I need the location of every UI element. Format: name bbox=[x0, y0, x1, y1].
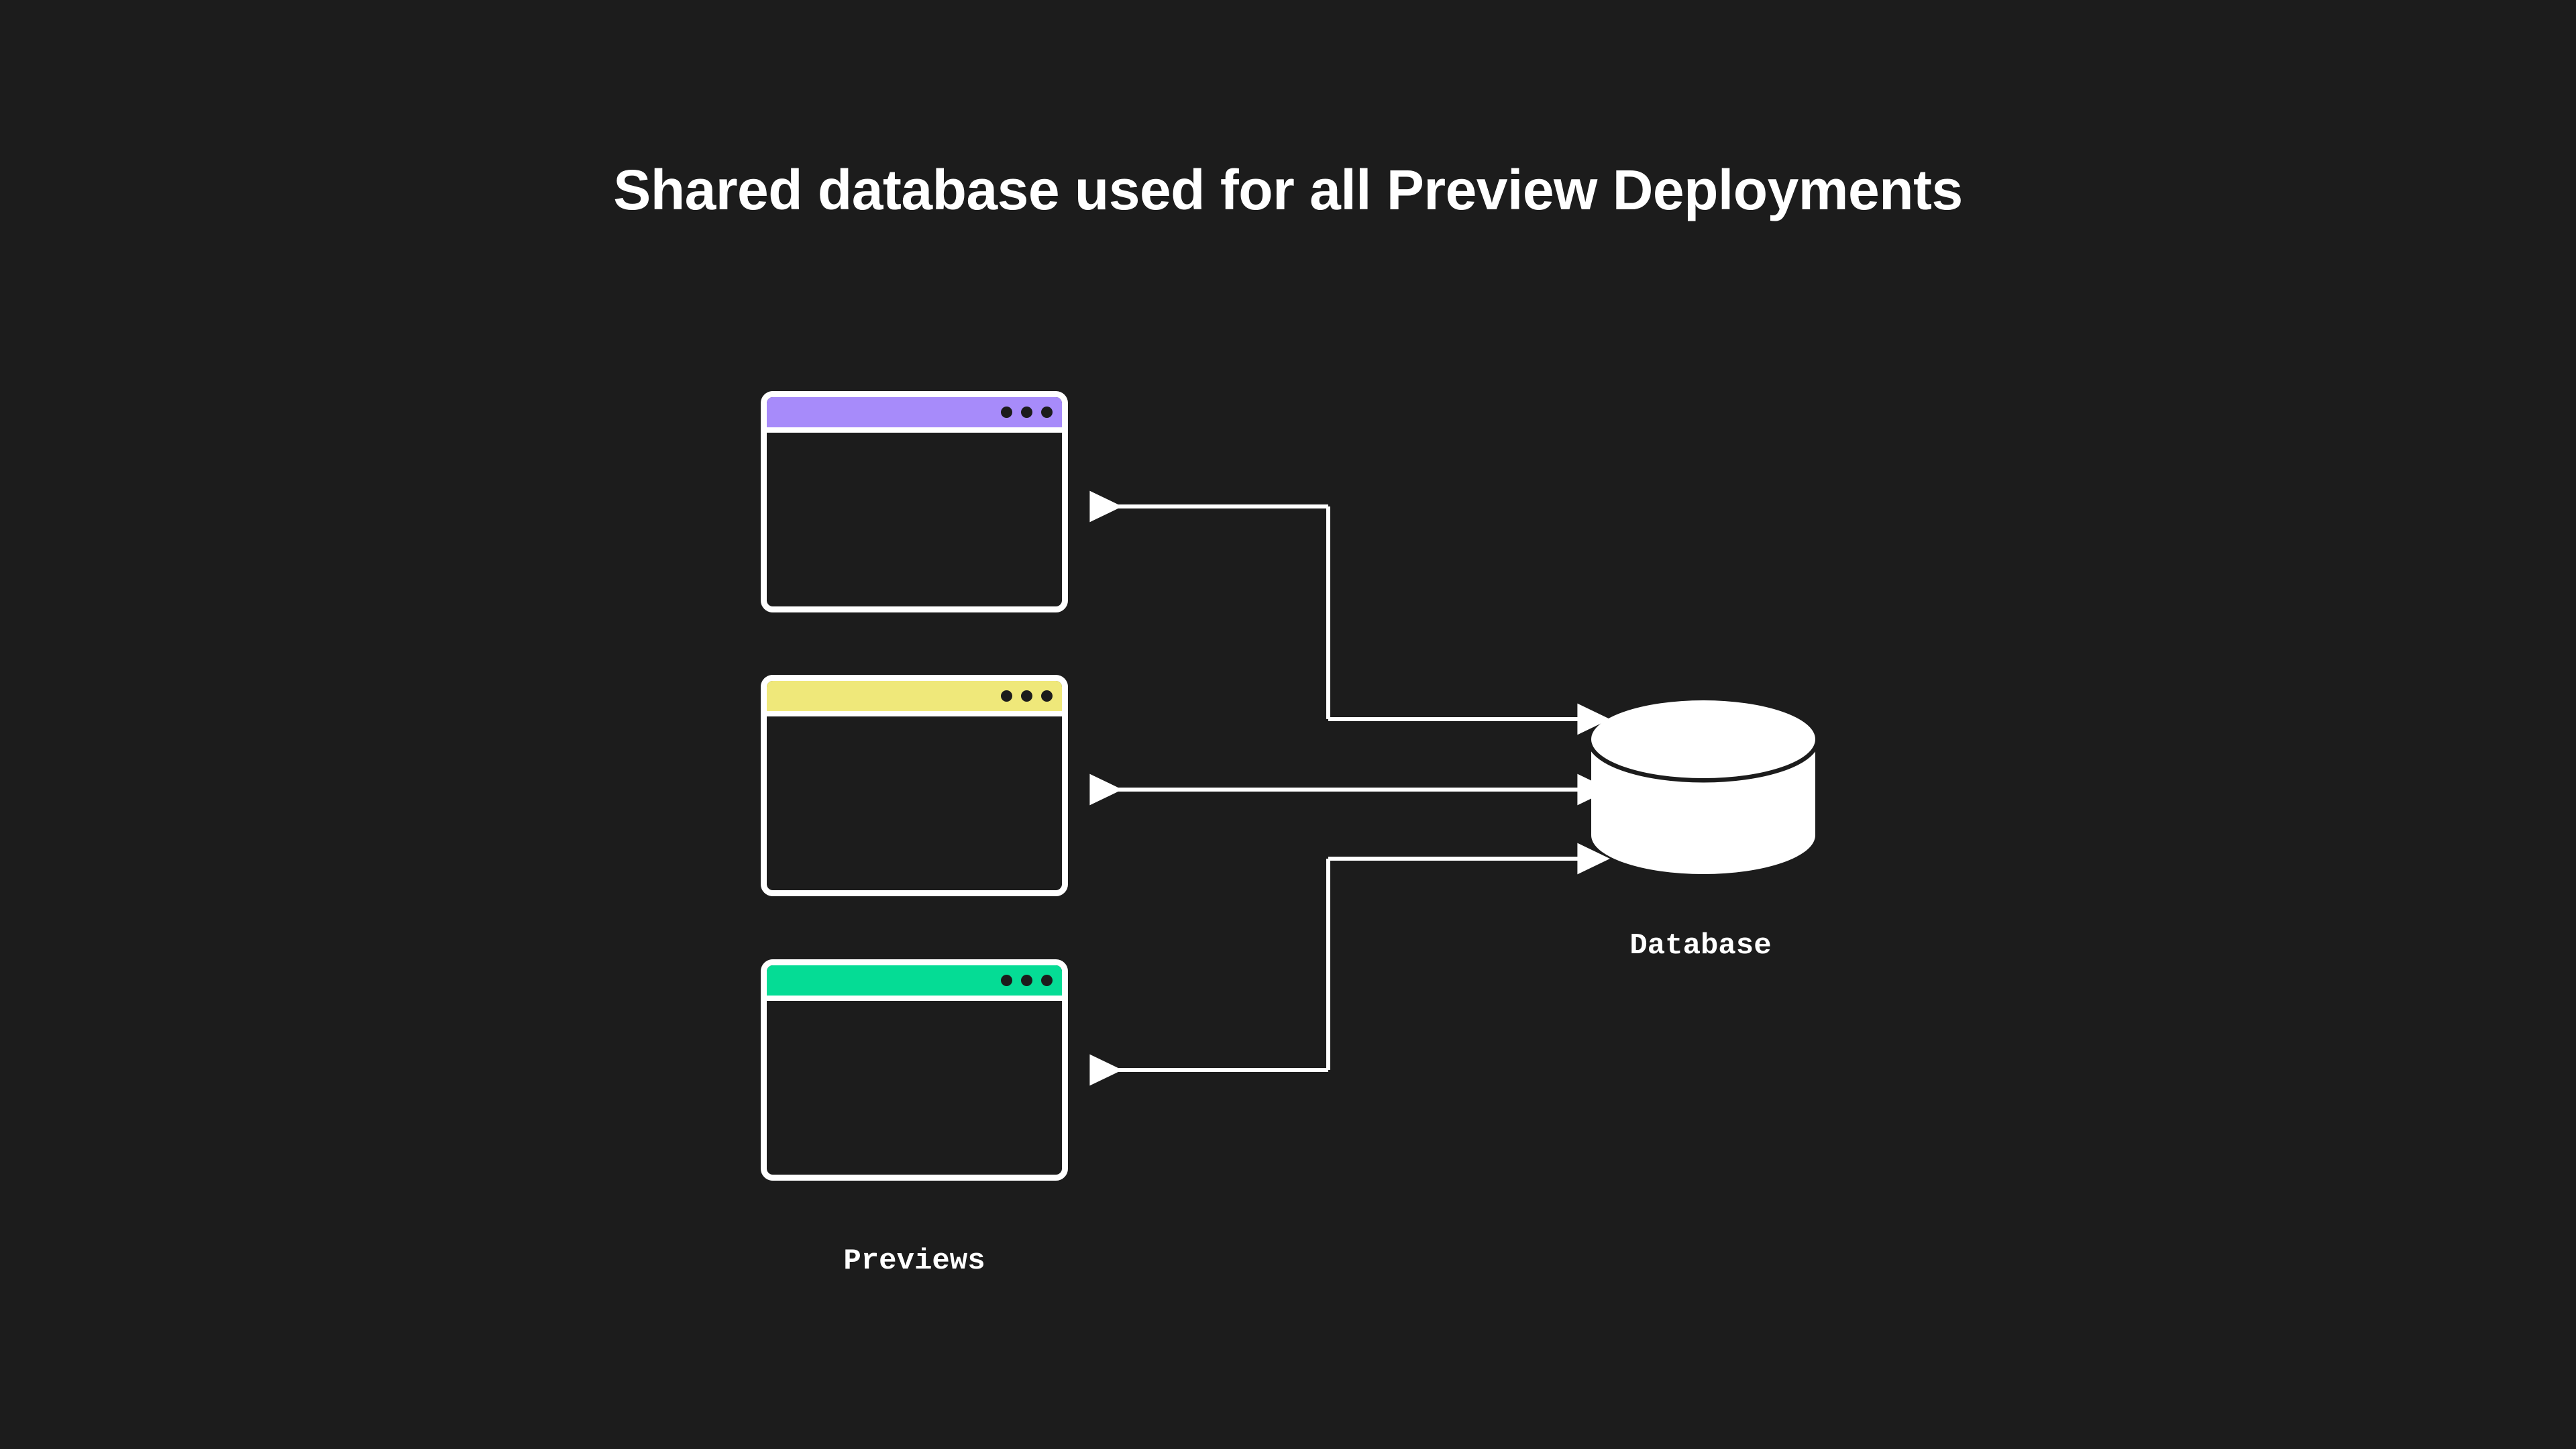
connector-green-to-database bbox=[1089, 843, 1610, 1086]
database-label: Database bbox=[1629, 929, 1772, 963]
preview-window-yellow bbox=[761, 675, 1068, 896]
window-body-purple bbox=[767, 433, 1062, 601]
window-dot-icon bbox=[1041, 975, 1053, 986]
preview-window-green bbox=[761, 959, 1068, 1181]
window-titlebar-yellow bbox=[767, 681, 1062, 716]
window-dot-icon bbox=[1021, 407, 1032, 418]
database-cylinder-top bbox=[1591, 700, 1815, 778]
window-dot-icon bbox=[1021, 975, 1032, 986]
window-body-yellow bbox=[767, 716, 1062, 885]
database-cylinder-seam bbox=[1587, 739, 1820, 783]
window-dot-icon bbox=[1001, 690, 1012, 702]
window-titlebar-purple bbox=[767, 397, 1062, 433]
window-body-green bbox=[767, 1001, 1062, 1169]
window-titlebar-green bbox=[767, 965, 1062, 1001]
database-cylinder-body bbox=[1591, 739, 1815, 874]
window-controls-green bbox=[1001, 975, 1053, 986]
window-dot-icon bbox=[1041, 690, 1053, 702]
window-dot-icon bbox=[1021, 690, 1032, 702]
database-cylinder-icon bbox=[1587, 700, 1820, 874]
window-controls-yellow bbox=[1001, 690, 1053, 702]
preview-window-purple bbox=[761, 391, 1068, 612]
window-dot-icon bbox=[1001, 975, 1012, 986]
window-dot-icon bbox=[1041, 407, 1053, 418]
connector-purple-to-database bbox=[1089, 490, 1610, 735]
page-title: Shared database used for all Preview Dep… bbox=[613, 158, 1963, 221]
window-controls-purple bbox=[1001, 407, 1053, 418]
window-dot-icon bbox=[1001, 407, 1012, 418]
previews-group-label: Previews bbox=[843, 1244, 985, 1278]
